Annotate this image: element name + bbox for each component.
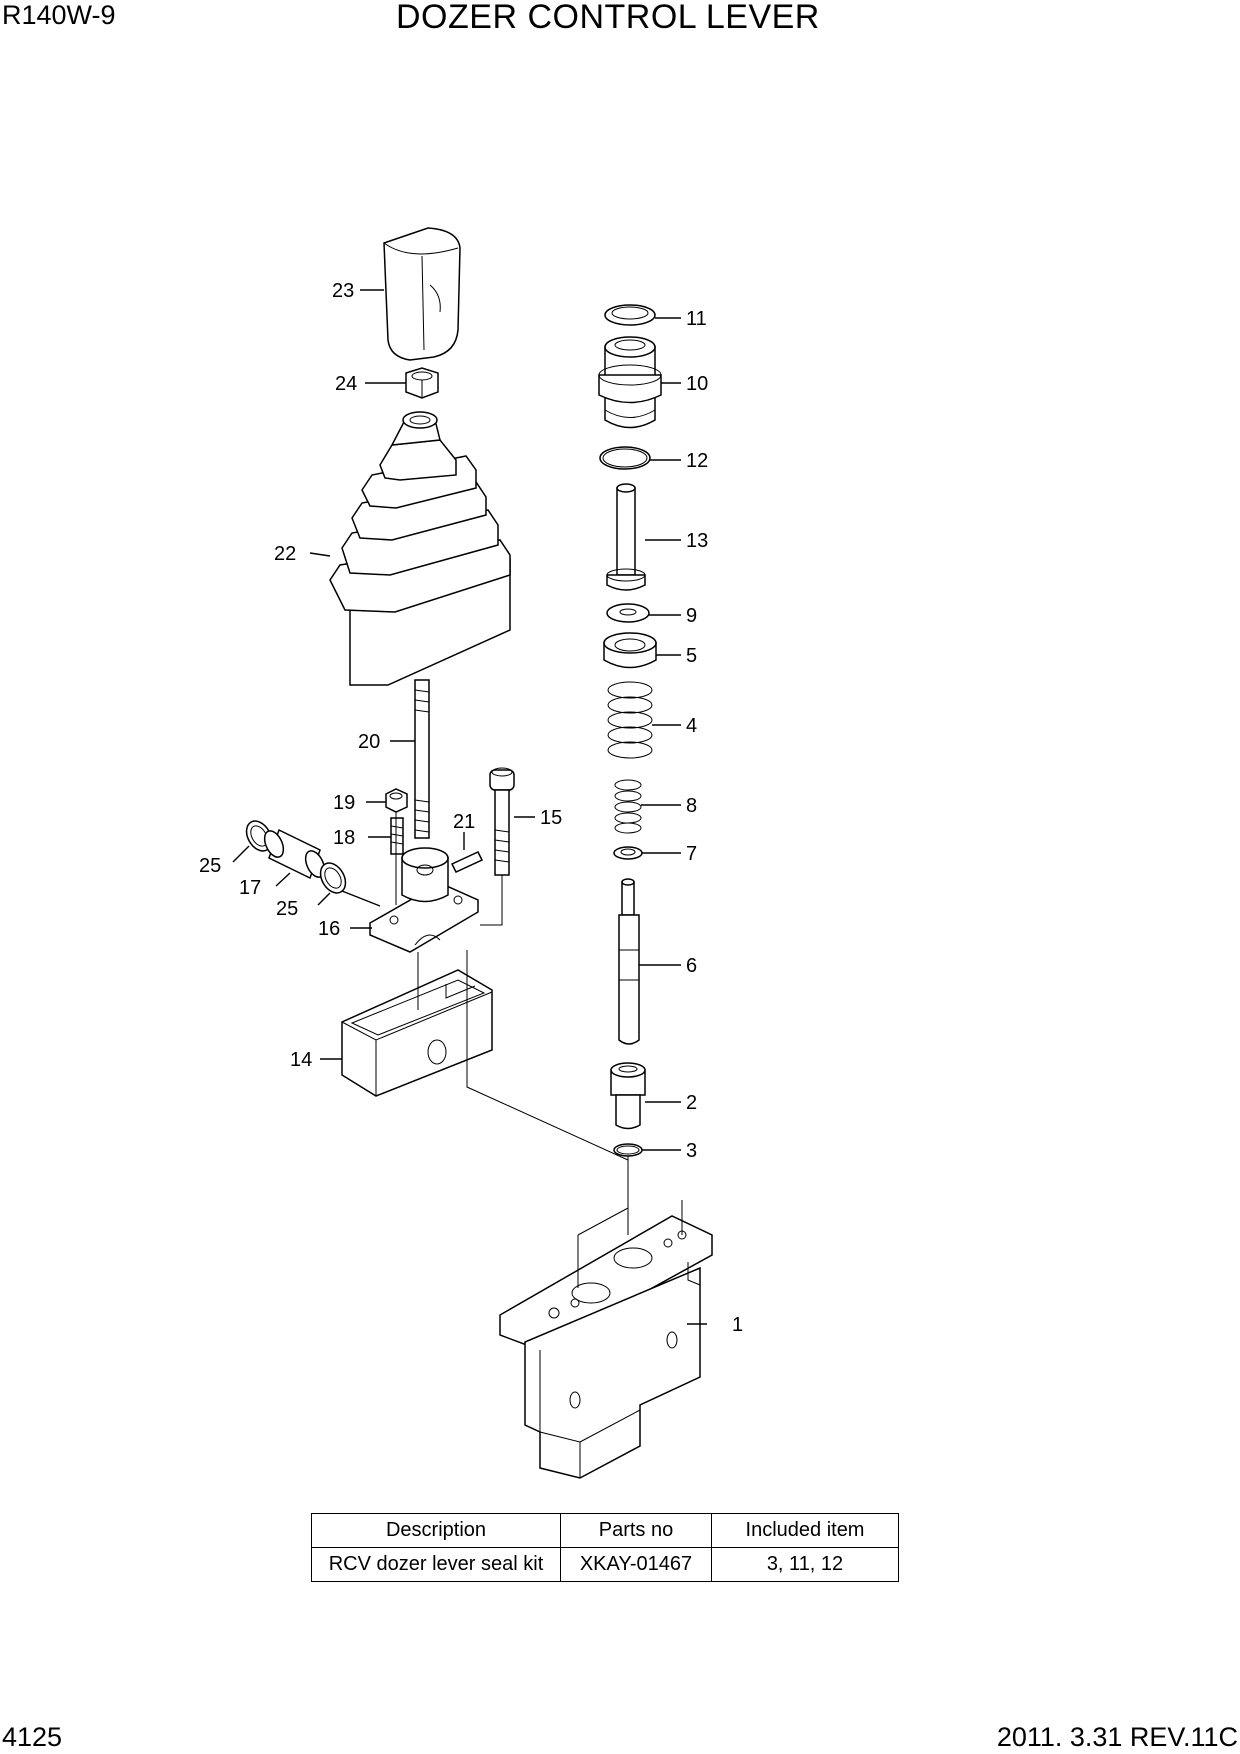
callout-15: 15 [540,807,562,829]
callout-23: 23 [332,280,354,302]
callout-7: 7 [686,843,697,865]
callout-3: 3 [686,1140,697,1162]
part-1-casing [499,1215,713,1479]
seal-kit-table: Description Parts no Included item RCV d… [311,1513,899,1582]
callout-2: 2 [686,1092,697,1114]
callout-4: 4 [686,715,697,737]
cell-included-item: 3, 11, 12 [711,1547,899,1582]
col-description-header: Description [311,1513,561,1548]
part-24-nut [405,367,439,399]
revision-date: 2011. 3.31 REV.11C [996,1722,1238,1752]
page-title: DOZER CONTROL LEVER [396,0,820,36]
part-3-o-ring [613,1143,643,1157]
cell-parts-no: XKAY-01467 [560,1547,712,1582]
callout-21: 21 [453,811,475,833]
part-16-bracket [369,847,479,953]
part-25-snap-ring-right [319,862,347,894]
callout-12: 12 [686,450,708,472]
part-23-grip [383,227,461,361]
callout-19: 19 [333,792,355,814]
callout-leaders [232,289,707,1325]
callout-5: 5 [686,645,697,667]
model-code: R140W-9 [2,0,116,30]
part-10-plug [598,336,662,429]
callout-14: 14 [290,1049,312,1071]
callout-16: 16 [318,918,340,940]
part-17-pin [263,828,326,880]
part-4-spring [607,681,653,759]
callout-8: 8 [686,795,697,817]
part-20-stud [414,679,430,839]
callout-11: 11 [686,308,707,330]
callout-9: 9 [686,605,697,627]
part-18-setscrew [390,817,404,855]
page-number: 4125 [2,1722,63,1752]
part-19-nut [385,788,408,813]
table-row: RCV dozer lever seal kit XKAY-01467 3, 1… [311,1547,899,1582]
callout-17: 17 [239,877,261,899]
part-12-o-ring [599,446,651,470]
table-header-row: Description Parts no Included item [311,1513,899,1548]
callout-25-left: 25 [199,855,221,877]
part-8-spring [614,779,642,834]
part-6-spool [618,878,640,1045]
callout-10: 10 [686,373,708,395]
callout-24: 24 [335,373,357,395]
part-9-washer [606,603,650,623]
part-13-push-rod [606,483,646,591]
part-11-ring [604,304,656,326]
part-22-boot [329,411,511,686]
callout-6: 6 [686,955,697,977]
callout-20: 20 [358,731,380,753]
part-14-case [341,969,493,1097]
part-21-pin [450,851,484,873]
callout-25-right: 25 [276,898,298,920]
callout-13: 13 [686,530,708,552]
part-5-spring-seat [603,632,657,669]
col-parts-no-header: Parts no [560,1513,712,1548]
cell-description: RCV dozer lever seal kit [311,1547,561,1582]
part-2-plug [610,1062,646,1130]
part-15-bolt [489,767,515,876]
callout-labels: 1 2 3 4 5 6 7 8 9 10 11 12 13 14 15 16 1… [199,280,743,1336]
part-7-washer [613,846,643,860]
callout-1: 1 [732,1314,743,1336]
assembly-lines [395,812,683,1288]
col-included-item-header: Included item [711,1513,899,1548]
callout-18: 18 [333,827,355,849]
callout-22: 22 [274,543,296,565]
